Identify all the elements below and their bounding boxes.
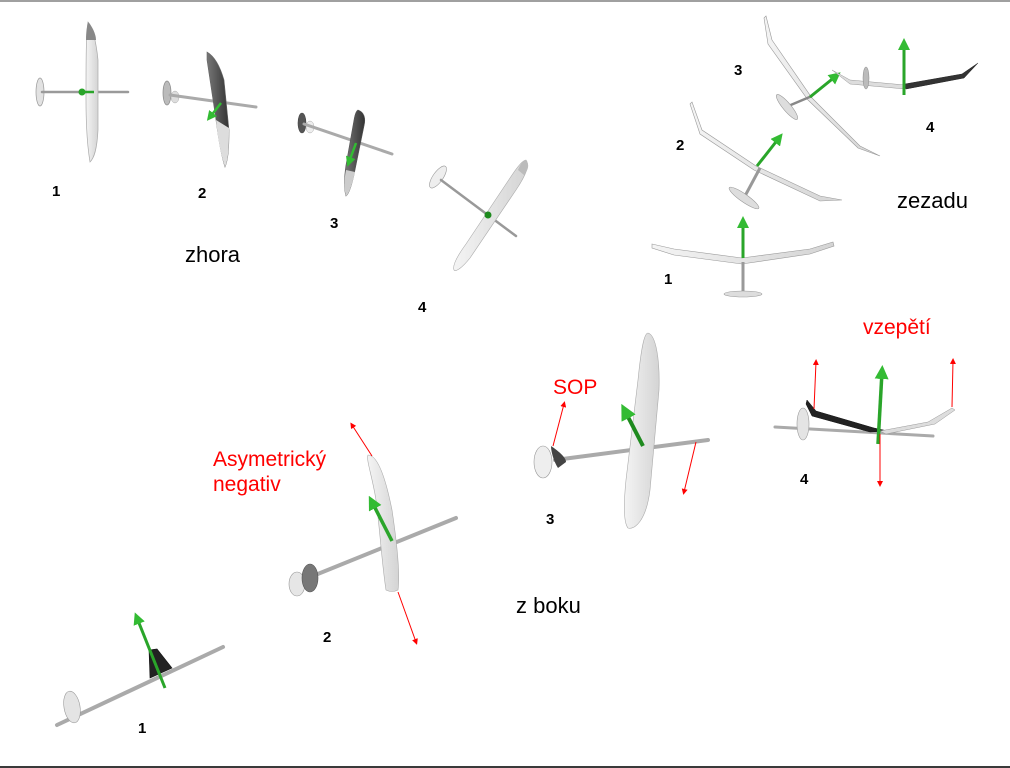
- side-view-number-3: 3: [546, 511, 554, 528]
- annotation-negative: negativ: [213, 473, 281, 496]
- fuselage: [55, 645, 225, 727]
- red-force-right-up: [949, 358, 956, 408]
- top-view-number-1: 1: [52, 183, 60, 200]
- force-arrow: [368, 495, 394, 542]
- rear-view-number-4: 4: [926, 119, 935, 136]
- rear-view-caption: zezadu: [897, 188, 968, 213]
- wing: [148, 648, 173, 679]
- wing-tip-shade: [86, 22, 96, 40]
- glider-side-4: [773, 358, 956, 487]
- tail-plane: [728, 186, 760, 210]
- glider-side-1: [55, 612, 225, 727]
- red-force-down: [397, 591, 418, 645]
- elevator: [551, 446, 566, 468]
- rear-view-number-3: 3: [734, 62, 742, 79]
- fuselage: [302, 122, 394, 156]
- wing-tip-shade: [518, 160, 529, 175]
- red-force-down: [681, 441, 697, 495]
- glider-top-2: [162, 51, 258, 168]
- force-arrow: [874, 365, 889, 445]
- tail-plane: [862, 66, 870, 90]
- rear-view-number-1: 1: [664, 271, 672, 288]
- glider-side-3: [533, 332, 710, 529]
- top-view-number-4: 4: [418, 299, 427, 316]
- annotation-dihedral: vzepětí: [863, 316, 931, 339]
- fin: [743, 167, 762, 197]
- side-view-number-2: 2: [323, 629, 331, 646]
- tail-plane: [723, 290, 763, 298]
- annotation-sop: SOP: [553, 376, 597, 399]
- tail-plane: [796, 407, 810, 441]
- force-arrow: [809, 72, 841, 99]
- annotation-asymmetric: Asymetrický: [213, 448, 327, 471]
- rear-view-number-2: 2: [676, 137, 684, 154]
- glider-top-4: [429, 159, 529, 271]
- tail-plane: [533, 445, 553, 479]
- tail-plane: [162, 80, 172, 106]
- tail-plane: [775, 94, 799, 120]
- tail-plane: [429, 165, 447, 189]
- fuselage: [296, 516, 458, 584]
- side-view-number-1: 1: [138, 720, 146, 737]
- wing: [763, 15, 881, 157]
- side-view-caption: z boku: [516, 593, 581, 618]
- glider-rear-1: [651, 216, 835, 298]
- top-border: [0, 0, 1010, 2]
- side-view-number-4: 4: [800, 471, 809, 488]
- tail-plane: [63, 690, 81, 724]
- wing-right: [904, 62, 979, 90]
- force-arrow: [755, 133, 783, 167]
- force-arrow: [346, 142, 358, 167]
- top-view-caption: zhora: [185, 242, 241, 267]
- tail-plane: [297, 112, 307, 134]
- force-arrow: [133, 612, 167, 689]
- fuselage: [439, 178, 518, 238]
- glider-rear-2: [689, 101, 843, 210]
- wing-left: [805, 399, 889, 433]
- top-view-number-3: 3: [330, 215, 338, 232]
- wing-right: [879, 407, 956, 435]
- red-force-up: [350, 422, 373, 457]
- cg-marker: [484, 211, 492, 219]
- bottom-border: [0, 766, 1010, 768]
- glider-side-2: [288, 422, 458, 645]
- glider-rear-3: [763, 15, 881, 157]
- top-view-number-2: 2: [198, 185, 206, 202]
- force-arrow: [621, 403, 645, 447]
- wing: [624, 332, 660, 529]
- wing-tip-light: [216, 120, 229, 167]
- wing: [689, 101, 843, 202]
- red-force-up: [552, 401, 567, 447]
- elevator: [301, 563, 319, 593]
- wing-tip-light: [344, 170, 355, 196]
- glider-top-3: [297, 109, 394, 197]
- glider-top-1: [35, 21, 130, 163]
- glider-rear-4: [831, 38, 979, 95]
- wing: [651, 241, 835, 265]
- force-arrow: [206, 102, 222, 121]
- red-force-left-up: [812, 359, 819, 410]
